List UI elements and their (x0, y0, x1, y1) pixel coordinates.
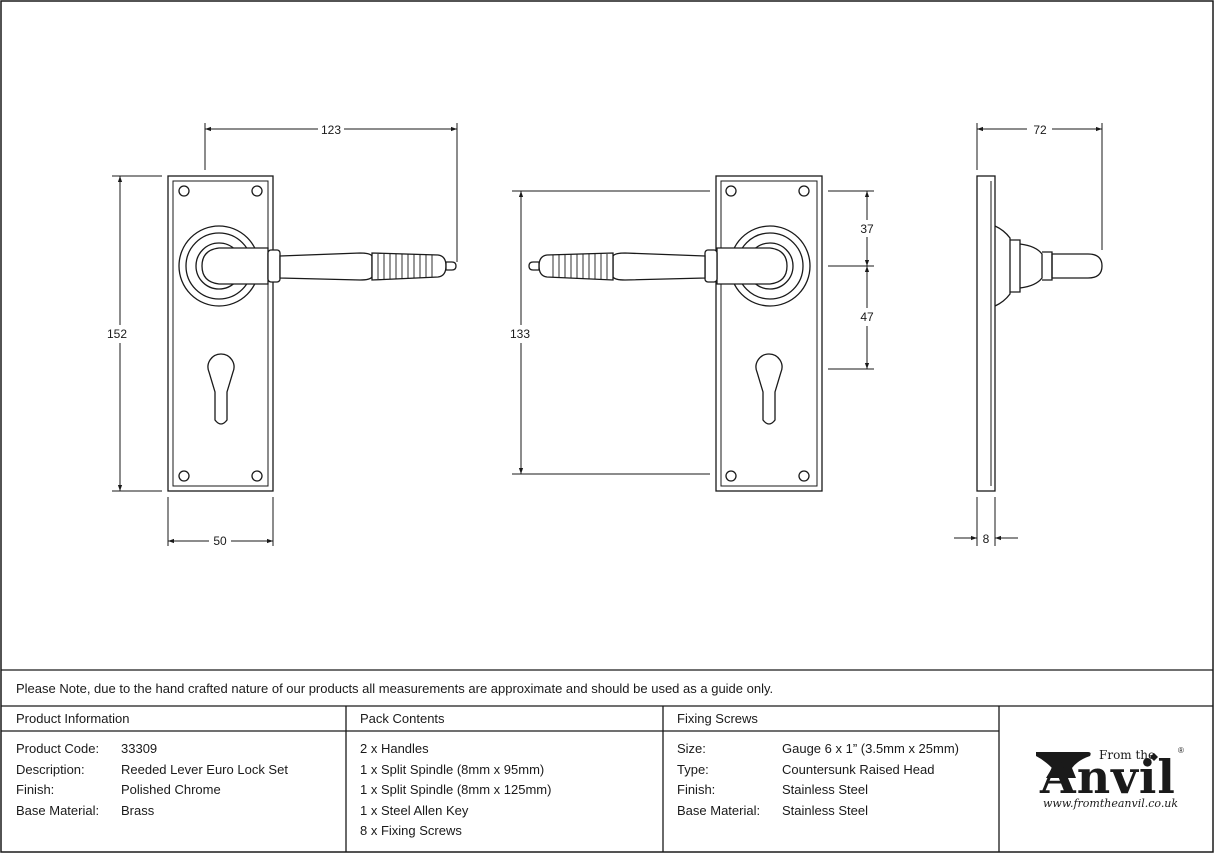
logo-registered-mark: ® (1178, 746, 1184, 755)
rear-view (528, 175, 823, 492)
product-information-title: Product Information (16, 711, 130, 726)
finish-label: Finish: (16, 782, 55, 797)
front-backplate (167, 175, 274, 492)
rear-euro-keyhole (755, 353, 783, 425)
front-lever-tip (445, 261, 457, 271)
rear-lever-shaft (612, 252, 706, 281)
front-lever-shaft (279, 252, 373, 281)
dim-side-projection: 72 (1033, 123, 1047, 137)
rear-screw-holes (725, 185, 810, 482)
side-backplate (976, 175, 996, 492)
screw-finish-label: Finish: (677, 782, 716, 797)
product-code-label: Product Code: (16, 741, 100, 756)
dim-side-thickness: 8 (983, 532, 990, 546)
front-reeds (377, 254, 433, 279)
measurement-note: Please Note, due to the hand crafted nat… (16, 681, 774, 696)
dim-front-height: 152 (107, 327, 127, 341)
side-neck (1042, 251, 1053, 281)
pack-item: 1 x Split Spindle (8mm x 95mm) (360, 761, 545, 777)
side-view (976, 175, 1103, 492)
front-view (167, 175, 457, 492)
dim-front-projection: 123 (321, 123, 341, 137)
rear-lever-reeded-grip (538, 252, 614, 281)
diamond-icon (1150, 753, 1158, 761)
base-material-label: Base Material: (16, 802, 100, 818)
screw-type-label: Type: (677, 761, 709, 777)
rear-backplate (715, 175, 823, 492)
dim-rear-centres: 133 (510, 327, 530, 341)
pack-item: 8 x Fixing Screws (360, 823, 462, 838)
front-lever-neck (201, 247, 269, 285)
fixing-screws-title: Fixing Screws (677, 711, 758, 726)
pack-item: 1 x Steel Allen Key (360, 802, 469, 818)
front-backplate-bevel (172, 180, 269, 487)
side-collar (1019, 243, 1043, 289)
logo-from-the: From the (1099, 748, 1156, 762)
side-rose-step (1010, 239, 1021, 293)
screw-size-label: Size: (677, 741, 706, 756)
title-block-lines (1, 669, 1213, 852)
screw-finish-value: Stainless Steel (782, 782, 868, 797)
pack-item: 1 x Split Spindle (8mm x 125mm) (360, 782, 552, 797)
rear-lever-tip (528, 261, 540, 271)
front-screw-holes (178, 185, 263, 482)
fixing-screws-labels: Size: Type: Finish: Base Material: (677, 739, 760, 821)
finish-value: Polished Chrome (121, 782, 221, 797)
side-rose (994, 225, 1011, 307)
pack-item: 2 x Handles (360, 741, 429, 756)
rear-backplate-bevel (720, 180, 818, 487)
front-lever-collar (267, 249, 281, 283)
product-code-value: 33309 (121, 741, 158, 756)
rear-lever-neck (716, 247, 788, 285)
description-value: Reeded Lever Euro Lock Set (121, 761, 288, 777)
front-euro-keyhole (207, 353, 235, 425)
screw-material-value: Stainless Steel (782, 802, 868, 818)
dim-rear-lever-to-keyhole: 47 (860, 310, 874, 324)
logo-name: Anvil (1040, 750, 1176, 804)
screw-material-label: Base Material: (677, 802, 761, 818)
anvil-logo-icon (1036, 752, 1091, 778)
product-information-values: 33309 Reeded Lever Euro Lock Set Polishe… (121, 739, 288, 821)
screw-size-value: Gauge 6 x 1” (3.5mm x 25mm) (782, 741, 959, 756)
pack-contents-title: Pack Contents (360, 711, 445, 726)
fixing-screws-values: Gauge 6 x 1” (3.5mm x 25mm) Countersunk … (782, 739, 959, 821)
dim-front-width: 50 (213, 534, 227, 548)
description-label: Description: (16, 761, 85, 777)
front-lever-reeded-grip (371, 252, 447, 281)
rear-reeds (552, 254, 608, 279)
pack-contents-list: 2 x Handles 1 x Split Spindle (8mm x 95m… (360, 739, 551, 842)
dim-rear-top-to-lever: 37 (860, 222, 874, 236)
product-information-labels: Product Code: Description: Finish: Base … (16, 739, 99, 821)
side-dimensions (954, 123, 1103, 546)
front-dimensions (112, 123, 458, 546)
logo-url: www.fromtheanvil.co.uk (1043, 797, 1179, 810)
base-material-value: Brass (121, 802, 155, 818)
side-lever-end (1051, 253, 1103, 279)
screw-type-value: Countersunk Raised Head (782, 761, 935, 777)
rear-lever-collar (704, 249, 718, 283)
rear-dimensions (512, 190, 874, 475)
